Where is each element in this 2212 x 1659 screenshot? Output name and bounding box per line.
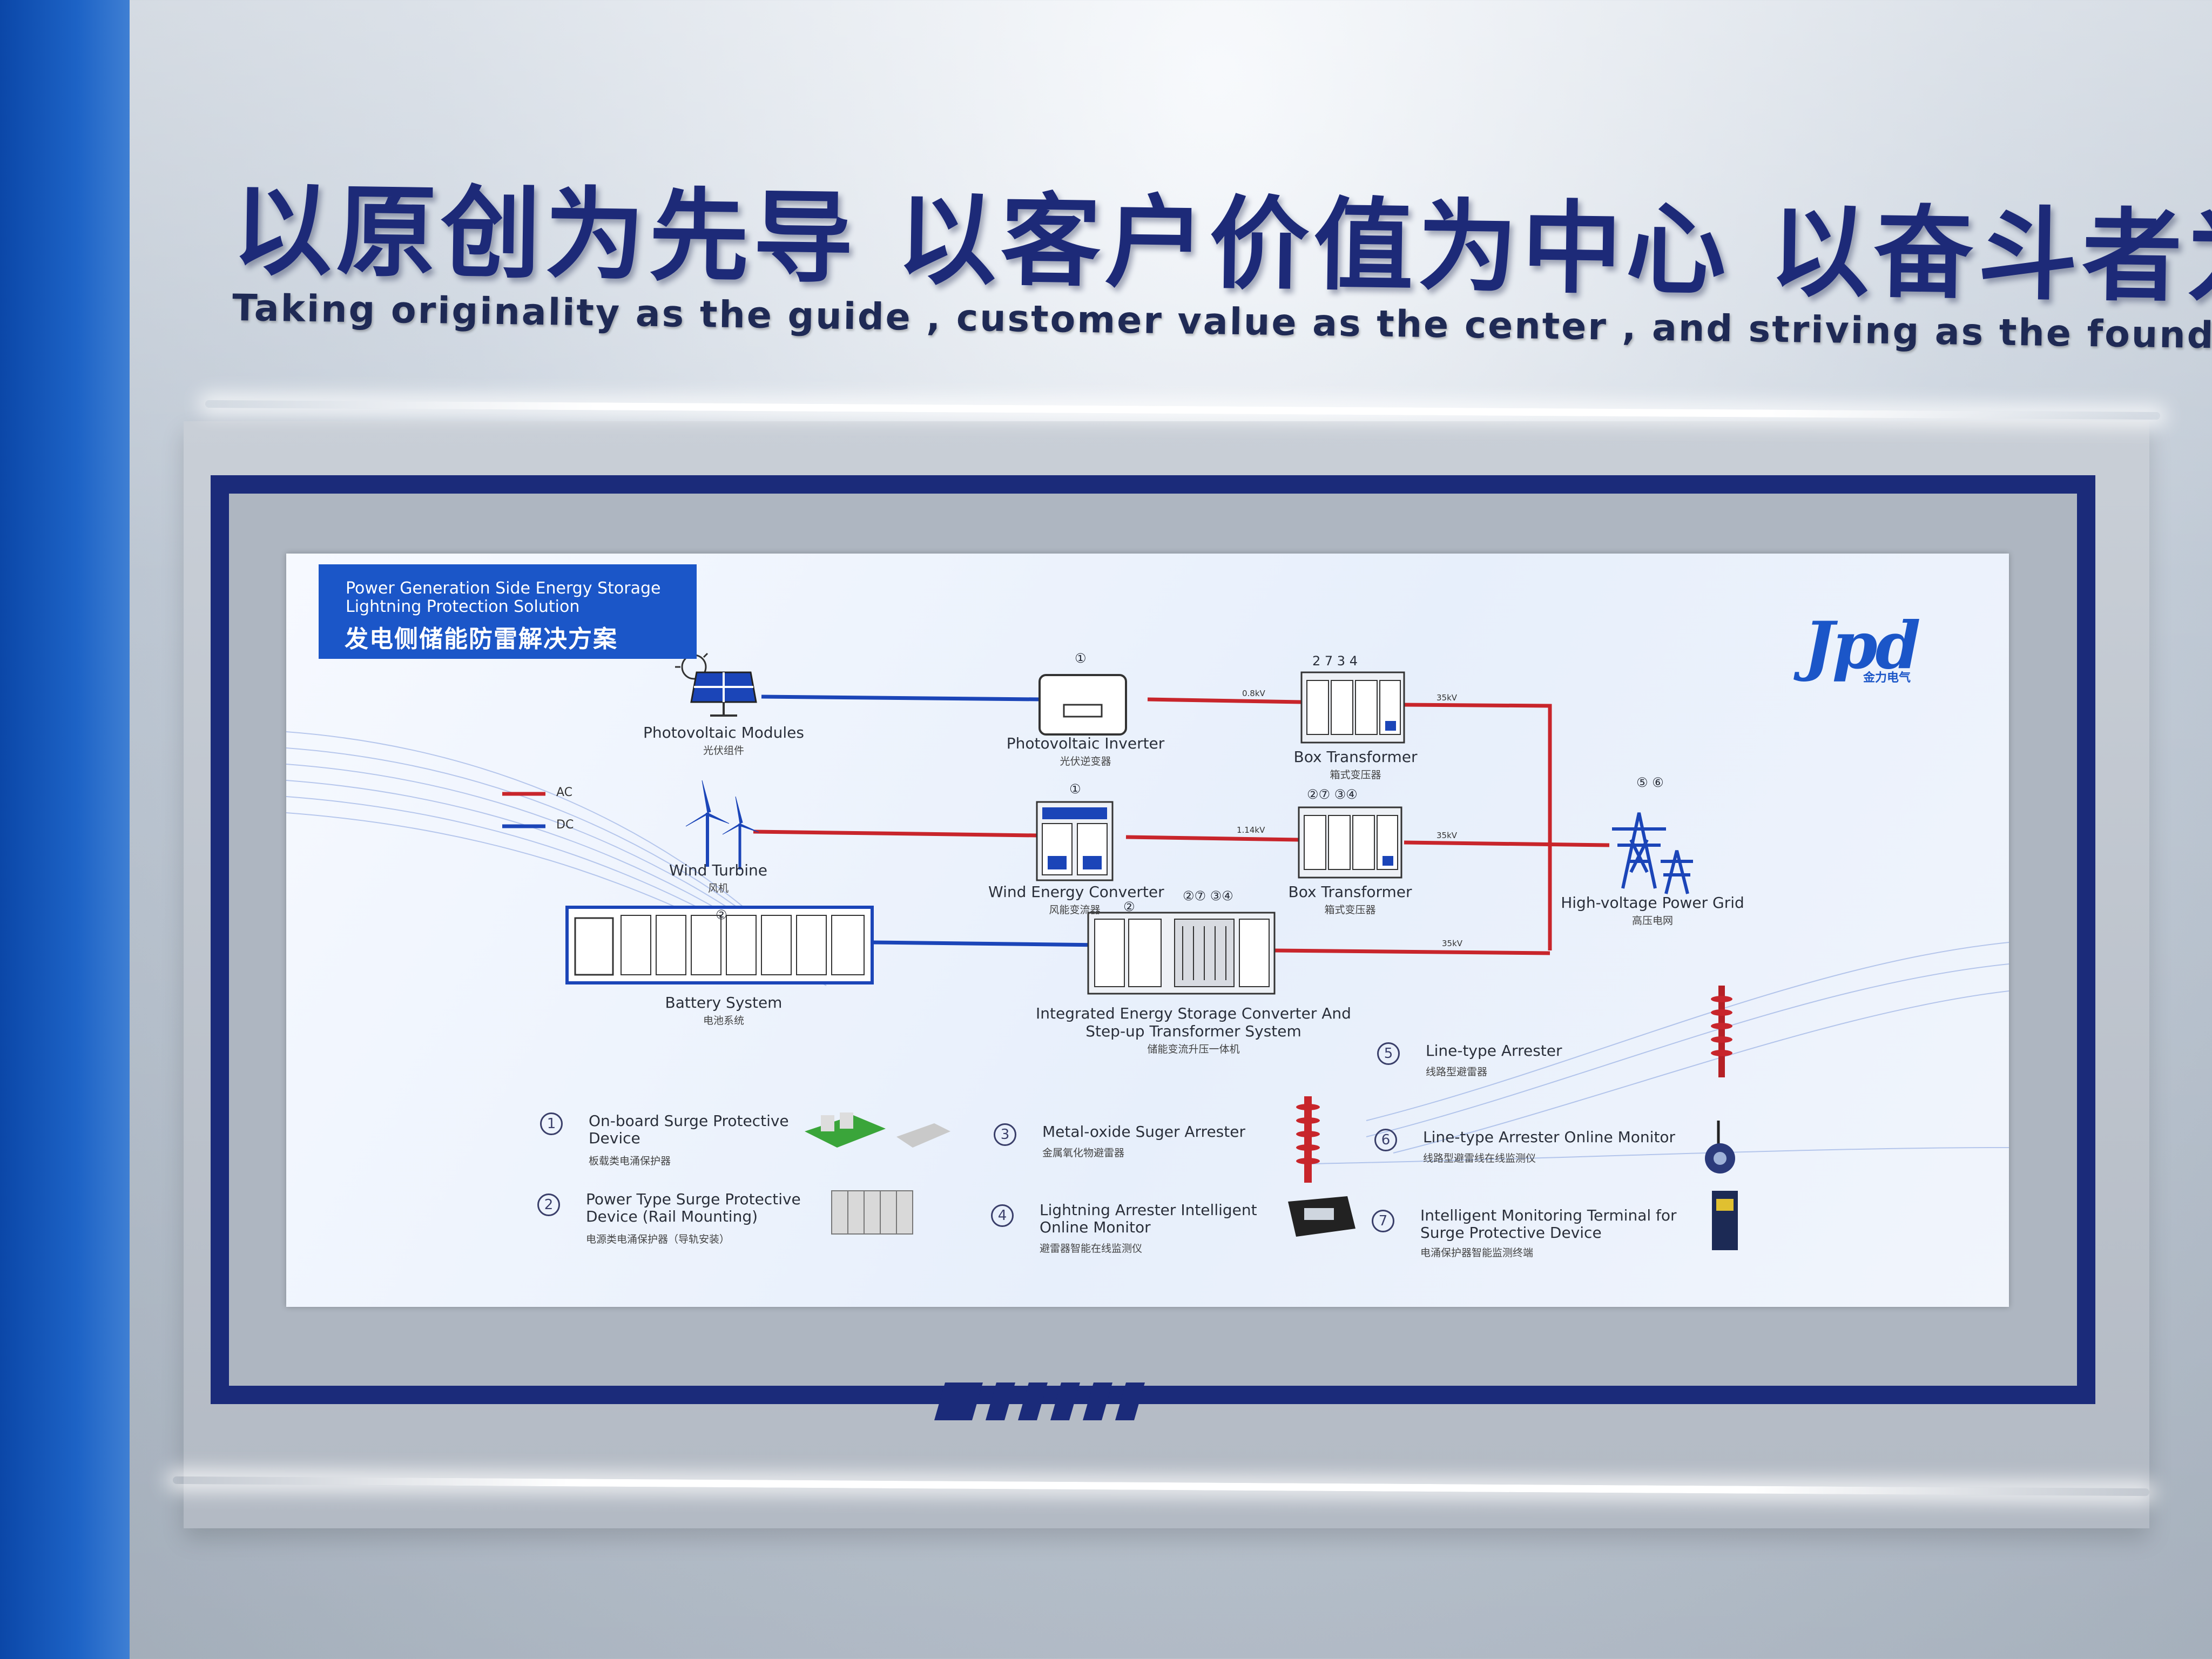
item-3-cn: 金属氧化物避雷器 [1042, 1147, 1125, 1159]
integrated-converter-icon [1087, 912, 1276, 995]
wind-turbine-icon [685, 780, 759, 869]
item-2-cn: 电源类电涌保护器（导轨安装） [586, 1233, 730, 1245]
box-transformer-icon-1 [1300, 671, 1405, 744]
item-3-number: 3 [994, 1123, 1016, 1146]
legend-dc: DC [556, 818, 574, 832]
node-wind-tag: ② [716, 907, 727, 922]
item-6-cn: 线路型避雷线在线监测仪 [1423, 1152, 1536, 1164]
line-type-arrester-image [1711, 986, 1732, 1077]
line-box2-to-grid [1404, 840, 1610, 847]
line-integrated-to-grid [1274, 948, 1550, 955]
wind-converter-icon [1036, 801, 1114, 881]
voltage-label-2: 35kV [1437, 693, 1458, 703]
item-1-cn: 板载类电涌保护器 [589, 1155, 671, 1167]
frame-tab-stripes [934, 1382, 1145, 1420]
arrester-monitor-image [1288, 1196, 1355, 1237]
item-6-number: 6 [1374, 1129, 1397, 1151]
voltage-label-4: 35kV [1437, 831, 1458, 840]
board-title-box: Power Generation Side Energy Storage Lig… [319, 564, 697, 659]
company-logo-subtitle: 金力电气 [1863, 671, 1911, 685]
item-3-title: Metal-oxide Suger Arrester [1042, 1123, 1245, 1141]
diagram-lines [286, 648, 2009, 1250]
item-7-cn: 电涌保护器智能监测终端 [1420, 1247, 1534, 1259]
line-inverter-to-box1 [1147, 697, 1302, 704]
voltage-label-3: 1.14kV [1237, 825, 1265, 835]
item-5-cn: 线路型避雷器 [1426, 1066, 1488, 1078]
line-converter-to-box2 [1125, 835, 1299, 842]
item-6-title: Line-type Arrester Online Monitor [1423, 1128, 1676, 1146]
monitoring-terminal-image [1712, 1191, 1738, 1250]
line-battery-to-integrated [872, 940, 1102, 947]
node-integrated: Integrated Energy Storage Converter And … [1036, 1004, 1351, 1055]
voltage-label-5: 35kV [1442, 939, 1463, 948]
decorative-waves [286, 731, 2009, 1164]
legend-ac: AC [556, 786, 573, 799]
item-5-title: Line-type Arrester [1426, 1042, 1562, 1060]
item-2-number: 2 [537, 1193, 560, 1216]
node-grid-tag: ⑤ ⑥ [1636, 775, 1664, 790]
line-turbine-to-converter [753, 830, 1037, 838]
item-1-number: 1 [540, 1112, 563, 1135]
node-pv-inverter-tag: ① [1075, 651, 1087, 666]
node-integrated-tag2: ②⑦ ③④ [1183, 888, 1233, 903]
item-4-cn: 避雷器智能在线监测仪 [1040, 1243, 1143, 1255]
inverter-icon [1038, 674, 1127, 736]
line-pv-to-inverter [761, 694, 1040, 702]
power-tower-icon [1612, 812, 1693, 894]
left-blue-wall [0, 0, 130, 1659]
board-title-english: Power Generation Side Energy Storage Lig… [346, 579, 661, 616]
board-title-chinese: 发电侧储能防雷解决方案 [345, 625, 618, 653]
metal-oxide-arrester-image [1296, 1096, 1320, 1183]
diagram-board: Power Generation Side Energy Storage Lig… [286, 554, 2009, 1307]
node-wind-converter-tag: ① [1069, 781, 1081, 797]
voltage-label-1: 0.8kV [1242, 689, 1265, 698]
node-box1-tag: 2 7 3 4 [1312, 653, 1358, 669]
node-box2-tag: ②⑦ ③④ [1307, 787, 1358, 802]
node-integrated-tag: ② [1123, 899, 1135, 914]
box-transformer-icon-2 [1298, 806, 1402, 879]
item-5-number: 5 [1377, 1042, 1400, 1065]
company-logo: Jpd [1804, 608, 1921, 684]
line-box1-to-grid [1404, 703, 1552, 950]
onboard-spd-image [805, 1112, 950, 1148]
item-7-number: 7 [1372, 1210, 1394, 1232]
rail-spd-image [831, 1190, 913, 1235]
line-monitor-image [1705, 1121, 1735, 1174]
battery-system-icon [565, 906, 874, 984]
item-4-number: 4 [991, 1204, 1014, 1227]
